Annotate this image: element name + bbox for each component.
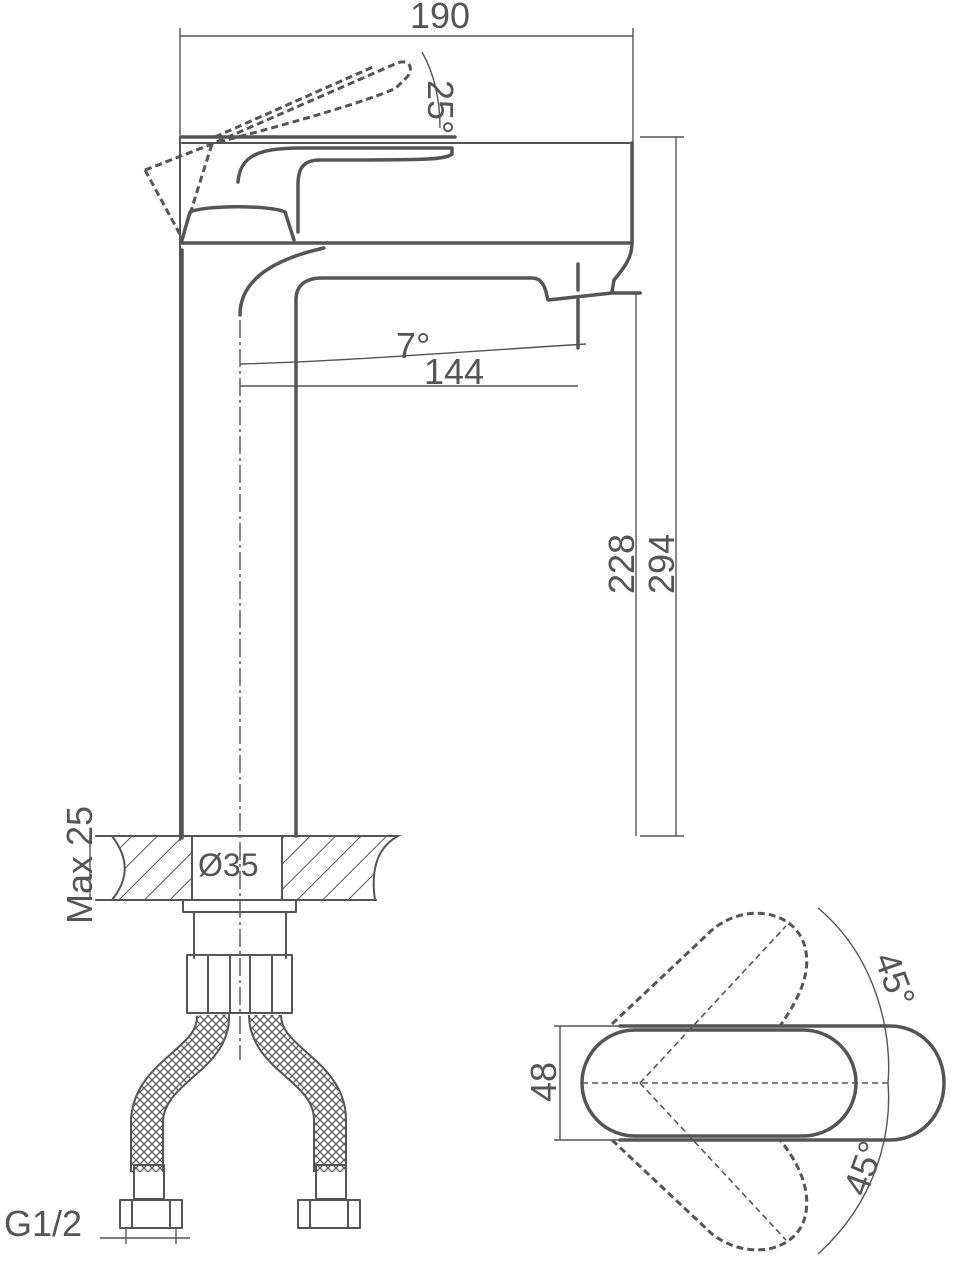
thread-label: G1/2: [4, 1203, 82, 1244]
spout-height-label: 228: [601, 534, 642, 594]
total-height-label: 294: [641, 534, 682, 594]
rotation-upper-label: 45°: [866, 947, 923, 1012]
deck-section: [95, 835, 402, 959]
dimension-lines: [89, 28, 684, 1244]
width-total-label: 190: [410, 0, 470, 36]
lever-open-position: [143, 60, 412, 239]
hole-diameter-label: Ø35: [198, 847, 258, 883]
dimension-labels: 190 25° 7° 144 228 294 Max 25 Ø35 G1/2 4…: [4, 0, 924, 1244]
connector-hoses: [119, 954, 361, 1229]
handle-top-view: [554, 907, 946, 1255]
spout-reach-label: 144: [424, 351, 484, 392]
faucet-body: [179, 135, 642, 1060]
lever-angle-label: 25°: [420, 80, 461, 134]
max-deck-label: Max 25: [59, 806, 100, 924]
spout-angle-label: 7°: [396, 325, 430, 366]
handle-width-label: 48: [523, 1062, 564, 1102]
